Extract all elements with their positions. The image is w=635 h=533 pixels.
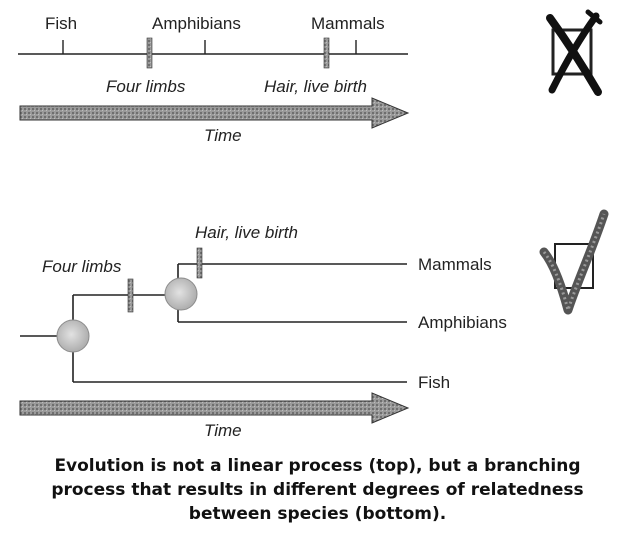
check-mark-icon xyxy=(544,214,604,310)
trait-marker-hair-live-birth-tree xyxy=(197,248,202,278)
taxon-label-amphibians-tree: Amphibians xyxy=(418,313,507,332)
branching-tree: Four limbs Hair, live birth Mammals Amph… xyxy=(20,223,507,440)
trait-marker-four-limbs-tree xyxy=(128,279,133,312)
taxon-label-fish: Fish xyxy=(45,14,77,33)
trait-label-hair-live-birth-tree: Hair, live birth xyxy=(195,223,298,242)
taxon-label-amphibians: Amphibians xyxy=(152,14,241,33)
crossed-out-box-icon xyxy=(550,12,600,92)
trait-label-four-limbs-tree: Four limbs xyxy=(42,257,122,276)
caption-line-1: Evolution is not a linear process (top),… xyxy=(0,454,635,478)
time-label-top: Time xyxy=(204,126,242,145)
trait-label-four-limbs: Four limbs xyxy=(106,77,186,96)
ancestor-node-2 xyxy=(165,278,197,310)
time-arrow-top xyxy=(20,98,408,128)
trait-marker-hair-live-birth xyxy=(324,38,329,68)
linear-timeline: Fish Amphibians Mammals Four limbs Hair,… xyxy=(18,14,408,145)
taxon-label-fish-tree: Fish xyxy=(418,373,450,392)
time-label-bottom: Time xyxy=(204,421,242,440)
taxon-label-mammals-tree: Mammals xyxy=(418,255,492,274)
ancestor-node-1 xyxy=(57,320,89,352)
taxon-label-mammals: Mammals xyxy=(311,14,385,33)
time-arrow-bottom xyxy=(20,393,408,423)
figure-caption: Evolution is not a linear process (top),… xyxy=(0,454,635,526)
trait-label-hair-live-birth: Hair, live birth xyxy=(264,77,367,96)
evolution-diagram: Fish Amphibians Mammals Four limbs Hair,… xyxy=(0,0,635,450)
caption-line-3: between species (bottom). xyxy=(0,502,635,526)
caption-line-2: process that results in different degree… xyxy=(0,478,635,502)
trait-marker-four-limbs xyxy=(147,38,152,68)
